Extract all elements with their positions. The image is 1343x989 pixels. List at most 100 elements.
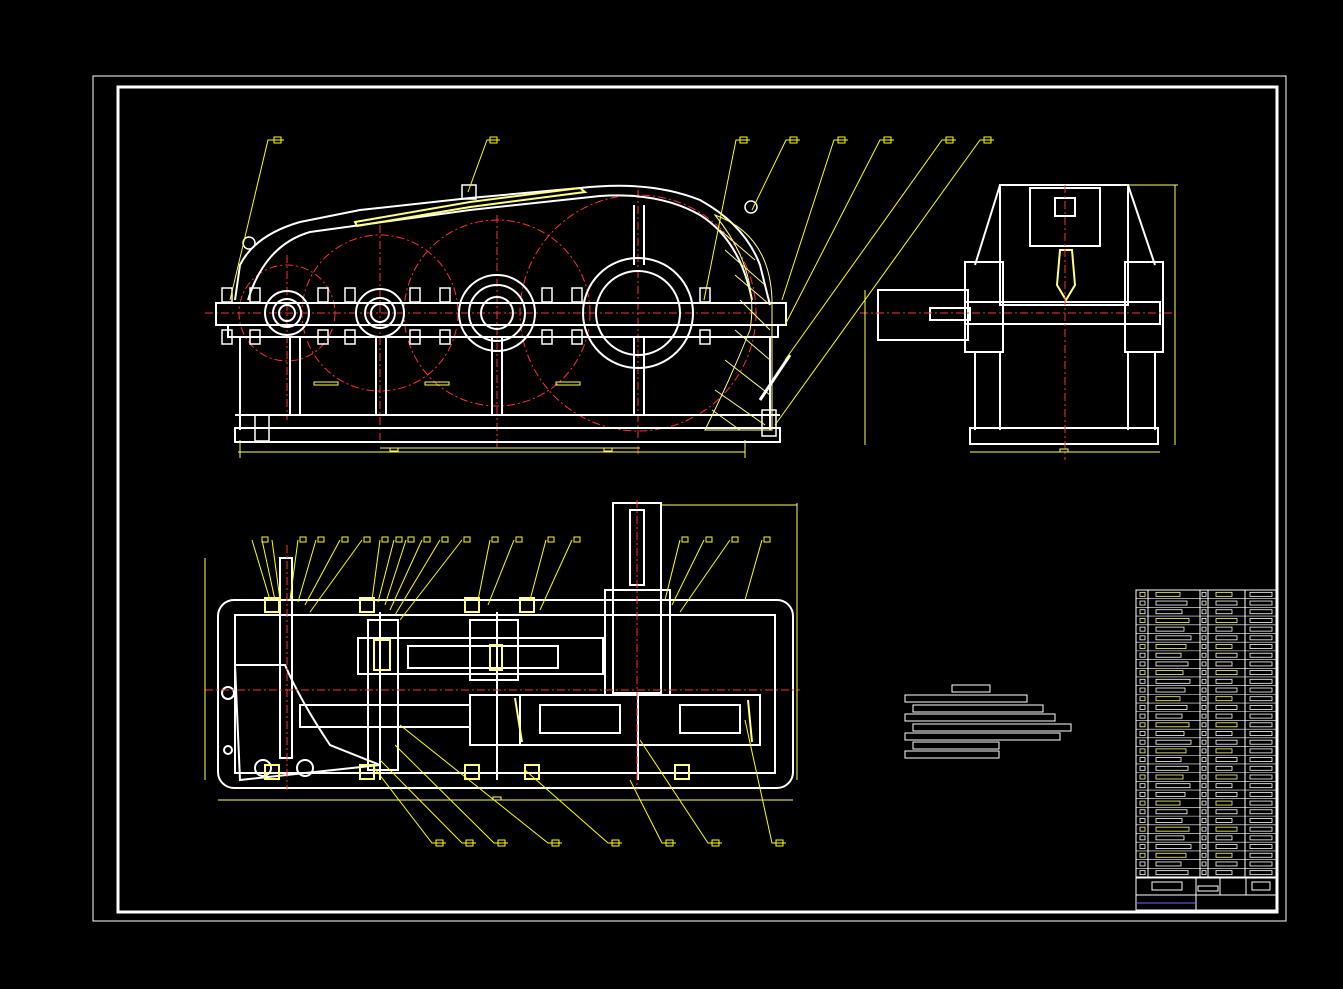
parts-list-row-number — [1139, 800, 1146, 806]
parts-list-row-material — [1215, 670, 1238, 676]
parts-list-row-number — [1139, 852, 1146, 858]
parts-list-row-note — [1249, 713, 1273, 719]
parts-list — [1135, 589, 1277, 878]
parts-list-row-note — [1249, 696, 1273, 702]
parts-list-row-number — [1139, 791, 1146, 797]
parts-list-row-number — [1139, 757, 1146, 762]
parts-list-row-number — [1139, 774, 1146, 780]
parts-list-row-material — [1215, 748, 1233, 754]
parts-list-row-material — [1215, 731, 1233, 736]
parts-list-row-qty — [1201, 652, 1207, 658]
parts-list-row-note — [1249, 644, 1273, 649]
parts-list-row-note — [1249, 600, 1273, 606]
parts-list-row-material — [1215, 835, 1233, 841]
parts-list-row-note — [1249, 687, 1273, 693]
parts-list-row-name — [1155, 722, 1190, 728]
parts-list-row-number — [1139, 739, 1146, 745]
parts-list-row-material — [1215, 800, 1233, 806]
parts-list-row-qty — [1201, 870, 1207, 876]
parts-list-row-number — [1139, 818, 1146, 823]
parts-list-row-qty — [1201, 591, 1207, 597]
parts-list-row-note — [1249, 774, 1273, 780]
parts-list-row-name — [1155, 618, 1190, 623]
parts-list-row-note — [1249, 618, 1273, 623]
parts-list-row-number — [1139, 826, 1146, 832]
parts-list-row-note — [1249, 678, 1273, 684]
parts-list-row-note — [1249, 626, 1273, 632]
parts-list-row-note — [1249, 739, 1273, 745]
inner-frame — [116, 85, 1279, 914]
parts-list-row-qty — [1201, 739, 1207, 745]
parts-list-row-number — [1139, 870, 1146, 876]
parts-list-row-qty — [1201, 748, 1207, 754]
parts-list-row-note — [1249, 783, 1273, 789]
parts-list-row-name — [1155, 861, 1182, 867]
parts-list-row-name — [1155, 591, 1181, 597]
parts-list-row-qty — [1201, 791, 1207, 797]
parts-list-row-material — [1215, 826, 1238, 832]
parts-list-row-material — [1215, 818, 1233, 823]
parts-list-row-number — [1139, 705, 1146, 710]
parts-list-row-number — [1139, 844, 1146, 849]
parts-list-row-material — [1215, 713, 1233, 719]
parts-list-row-name — [1155, 644, 1187, 649]
parts-list-row-name — [1155, 826, 1190, 832]
parts-list-row-note — [1249, 652, 1273, 658]
parts-list-row-qty — [1201, 626, 1207, 632]
parts-list-row-name — [1155, 670, 1184, 676]
parts-list-row-material — [1215, 626, 1233, 632]
parts-list-row-name — [1155, 626, 1185, 632]
parts-list-row-number — [1139, 835, 1146, 841]
parts-list-row-number — [1139, 783, 1146, 789]
parts-list-row-material — [1215, 705, 1238, 710]
parts-list-row-number — [1139, 748, 1146, 754]
parts-list-row-note — [1249, 818, 1273, 823]
parts-list-row-material — [1215, 870, 1233, 876]
parts-list-row-material — [1215, 739, 1238, 745]
parts-list-row-material — [1215, 774, 1238, 780]
parts-list-row-qty — [1201, 783, 1207, 789]
parts-list-row-material — [1215, 861, 1238, 867]
parts-list-row-name — [1155, 852, 1187, 858]
parts-list-row-material — [1215, 844, 1238, 849]
parts-list-row-qty — [1201, 861, 1207, 867]
parts-list-row-material — [1215, 678, 1233, 684]
parts-list-row-qty — [1201, 722, 1207, 728]
parts-list-row-qty — [1201, 852, 1207, 858]
parts-list-row-qty — [1201, 774, 1207, 780]
parts-list-row-number — [1139, 635, 1146, 641]
parts-list-row-material — [1215, 652, 1238, 658]
parts-list-row-name — [1155, 791, 1186, 797]
parts-list-row-number — [1139, 591, 1146, 597]
parts-list-row-qty — [1201, 826, 1207, 832]
parts-list-row-note — [1249, 748, 1273, 754]
parts-list-row-name — [1155, 661, 1189, 667]
parts-list-row-name — [1155, 609, 1183, 615]
parts-list-row-number — [1139, 861, 1146, 867]
parts-list-row-note — [1249, 835, 1273, 841]
parts-list-row-material — [1215, 600, 1238, 606]
parts-list-row-number — [1139, 626, 1146, 632]
parts-list-row-material — [1215, 696, 1233, 702]
parts-list-row-name — [1155, 739, 1192, 745]
parts-list-row-material — [1215, 765, 1233, 771]
parts-list-row-qty — [1201, 678, 1207, 684]
parts-list-row-qty — [1201, 731, 1207, 736]
parts-list-row-name — [1155, 687, 1186, 693]
parts-list-row-note — [1249, 844, 1273, 849]
parts-list-row-name — [1155, 818, 1183, 823]
parts-list-row-note — [1249, 609, 1273, 615]
parts-list-row-name — [1155, 705, 1188, 710]
front-view — [205, 136, 994, 458]
parts-list-row-number — [1139, 722, 1146, 728]
parts-list-row-material — [1215, 783, 1233, 789]
technical-requirements — [904, 684, 1072, 759]
parts-list-row-number — [1139, 652, 1146, 658]
parts-list-row-note — [1249, 591, 1273, 597]
parts-list-row-name — [1155, 765, 1189, 771]
parts-list-row-note — [1249, 791, 1273, 797]
parts-list-row-material — [1215, 757, 1238, 762]
parts-list-row-note — [1249, 731, 1273, 736]
parts-list-row-note — [1249, 861, 1273, 867]
